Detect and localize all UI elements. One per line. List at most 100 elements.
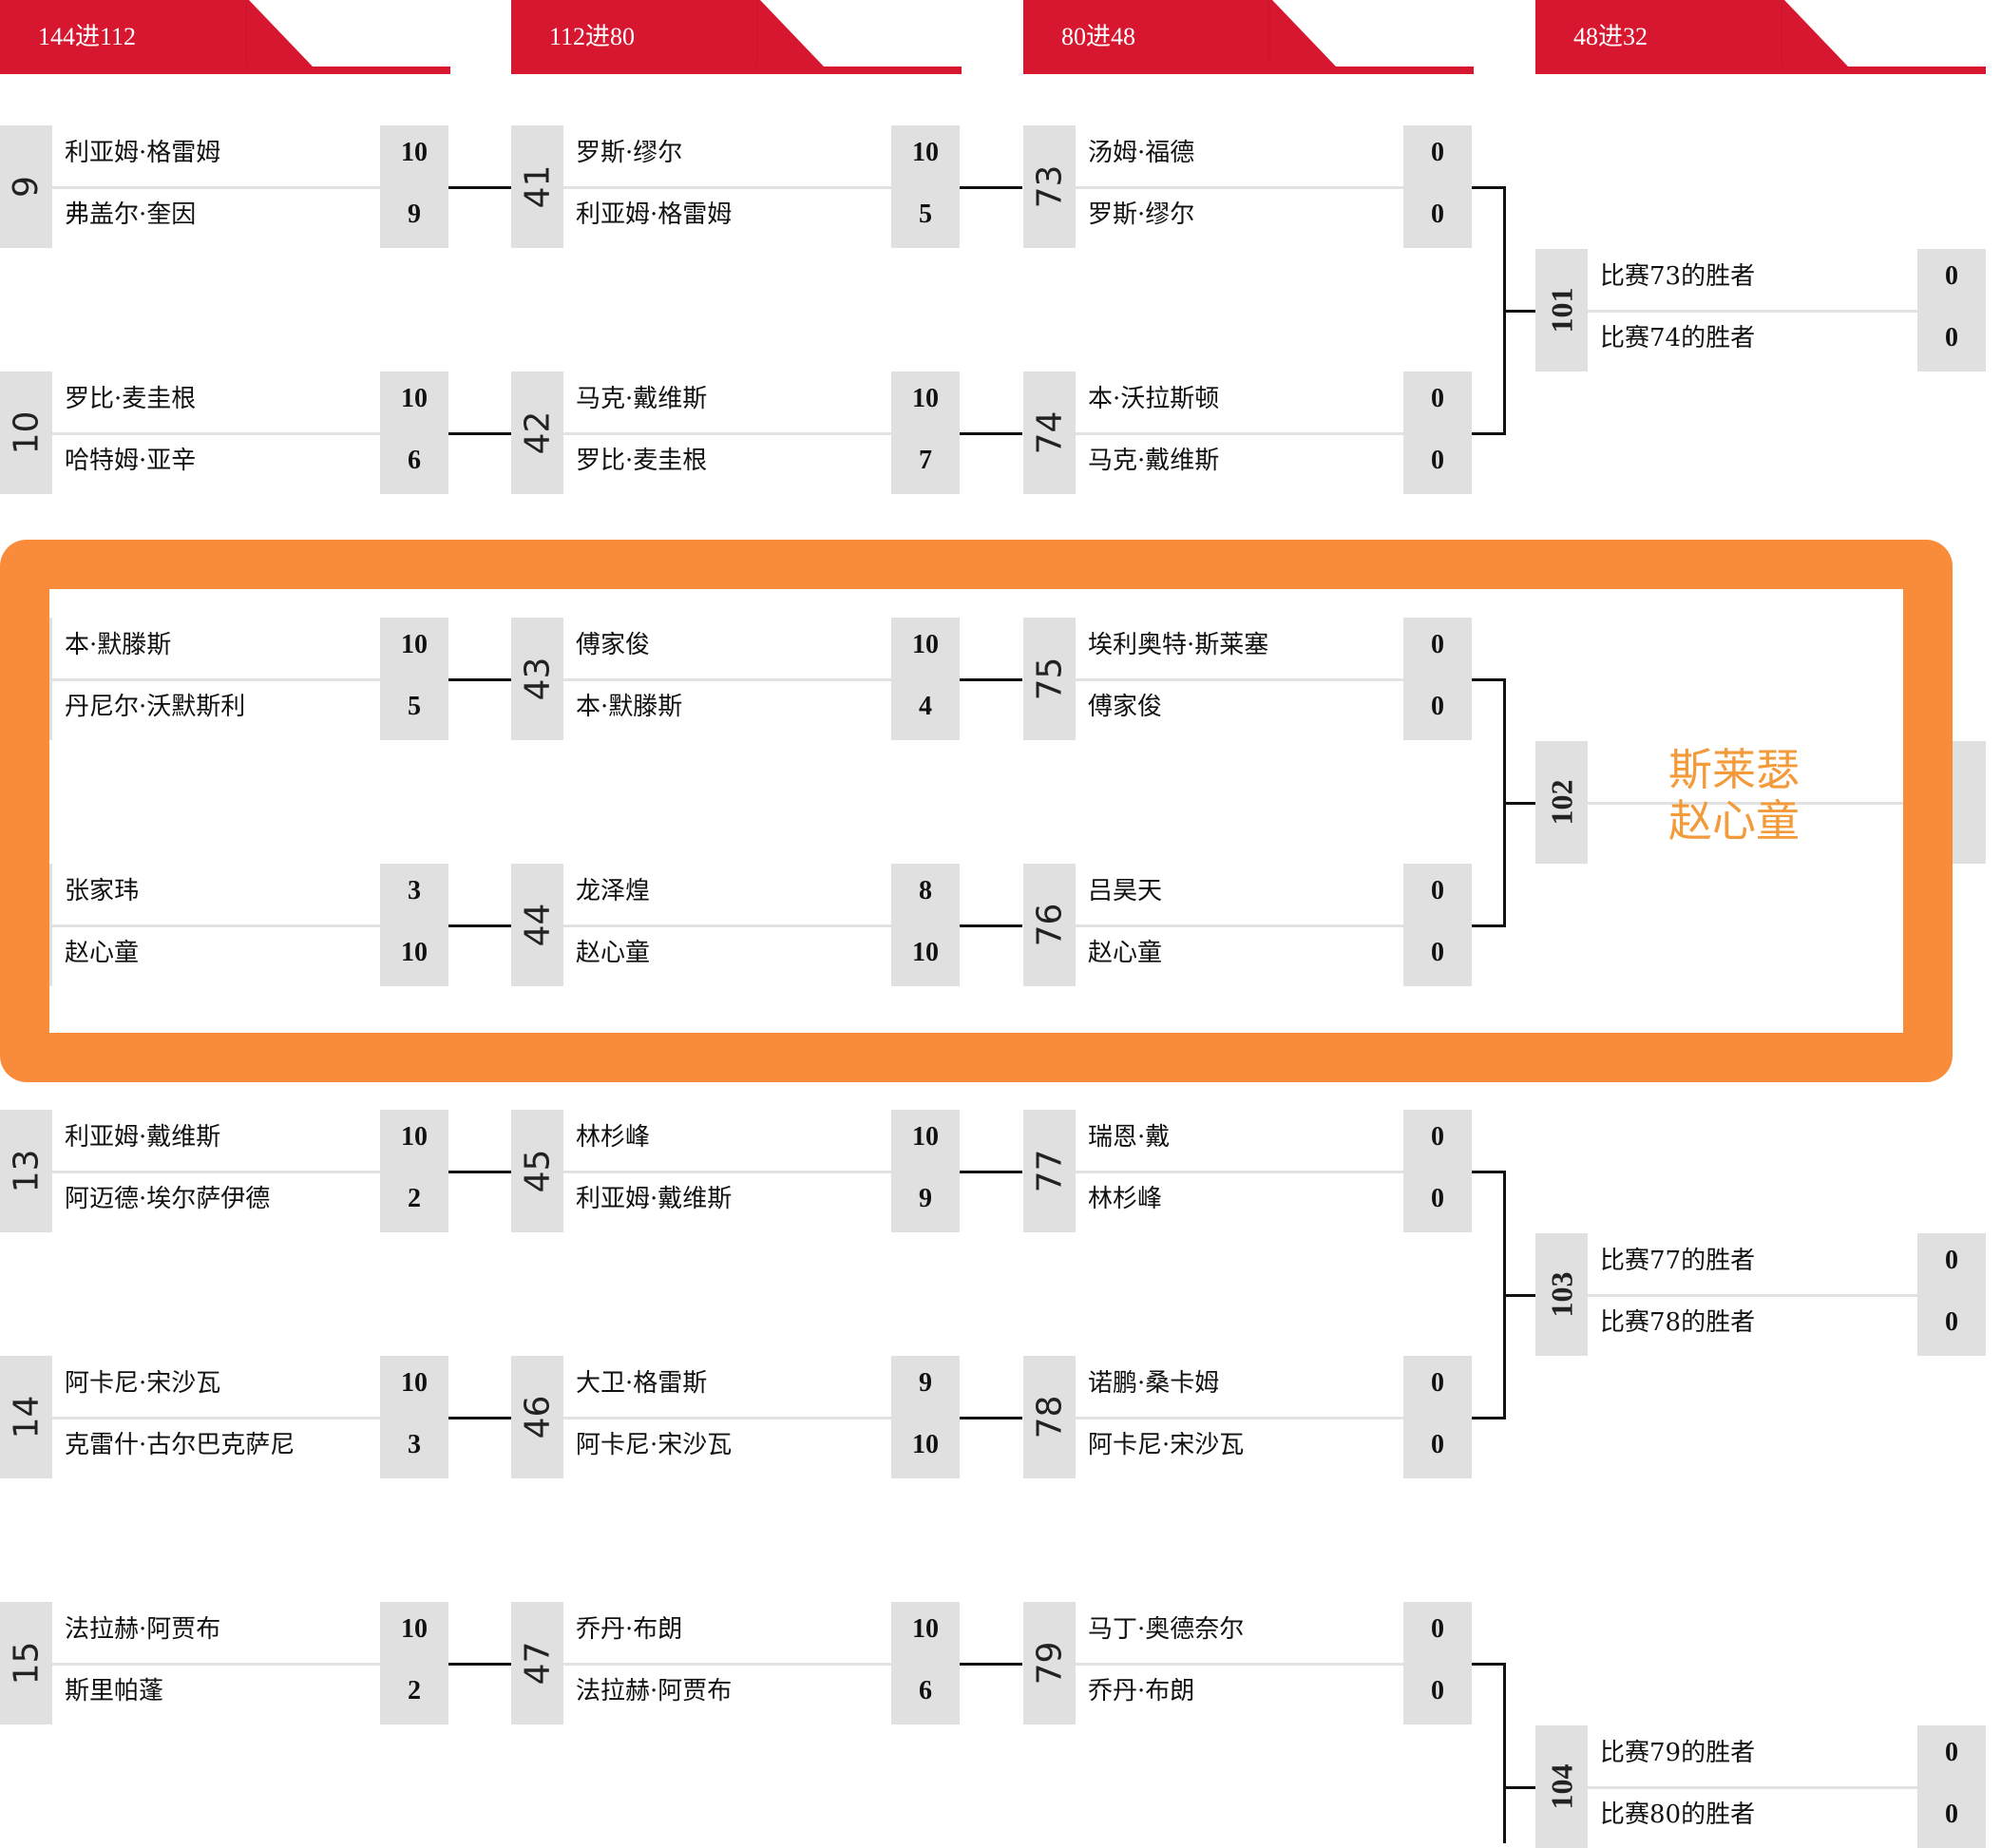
player-1-name[interactable]: 林杉峰 [576, 1123, 651, 1152]
player-2-name[interactable]: 本·默滕斯 [576, 693, 683, 721]
player-1-name[interactable]: 汤姆·福德 [1088, 139, 1195, 167]
round-header: 80进48 [1023, 0, 1474, 74]
player-1-name[interactable]: 诺鹏·桑卡姆 [1088, 1369, 1220, 1398]
player-1-name[interactable]: 比赛79的胜者 [1600, 1739, 1756, 1767]
player-2-name[interactable]: 丹尼尔·沃默斯利 [65, 693, 246, 721]
player-2-name[interactable]: 赵心童 [65, 939, 140, 967]
player-1-name[interactable]: 比赛77的胜者 [1600, 1247, 1756, 1275]
player-1-name[interactable]: 马克·戴维斯 [576, 385, 708, 413]
player-2-name[interactable]: 赵心童 [1088, 939, 1163, 967]
header-banner-shape [1023, 0, 1474, 74]
player-1-name[interactable]: 阿卡尼·宋沙瓦 [65, 1369, 221, 1398]
player-1-name[interactable]: 利亚姆·格雷姆 [65, 139, 221, 167]
player-2-name[interactable]: 利亚姆·戴维斯 [576, 1185, 733, 1213]
connector-line [448, 432, 511, 435]
player-2-name[interactable]: 比赛78的胜者 [1600, 1308, 1756, 1337]
player-2-name[interactable]: 法拉赫·阿贾布 [576, 1677, 733, 1705]
match-number-label: 14 [7, 1395, 46, 1439]
player-2-name[interactable]: 罗斯·缪尔 [1088, 200, 1195, 229]
connector-line [960, 1171, 1022, 1173]
player-2-name[interactable]: 罗比·麦圭根 [576, 447, 708, 475]
round-label: 48进32 [1573, 23, 1648, 50]
player-2-score: 0 [1945, 323, 1958, 352]
player-2-name[interactable]: 比赛74的胜者 [1600, 324, 1756, 352]
player-2-name[interactable]: 林杉峰 [1088, 1185, 1163, 1213]
player-2-name[interactable]: 傅家俊 [1088, 693, 1163, 721]
player-1-score: 10 [912, 138, 939, 167]
player-2-name[interactable]: 马克·戴维斯 [1088, 447, 1220, 475]
player-1-score: 10 [401, 1122, 428, 1152]
player-1-name[interactable]: 龙泽煌 [576, 877, 651, 905]
highlight-player-2: 赵心童 [1668, 795, 1800, 847]
header-banner-shape [511, 0, 962, 74]
player-2-name[interactable]: 克雷什·古尔巴克萨尼 [65, 1431, 295, 1459]
player-2-score: 4 [919, 692, 932, 721]
player-1-name[interactable]: 本·沃拉斯顿 [1088, 385, 1220, 413]
round-label: 80进48 [1061, 23, 1136, 50]
player-1-name[interactable]: 利亚姆·戴维斯 [65, 1123, 221, 1152]
connector-line [960, 678, 1022, 681]
row-divider [52, 1417, 448, 1419]
player-2-name[interactable]: 哈特姆·亚辛 [65, 447, 197, 475]
match-number: 14 [0, 1356, 52, 1478]
player-2-name[interactable]: 阿卡尼·宋沙瓦 [1088, 1431, 1245, 1459]
player-1-name[interactable]: 瑞恩·戴 [1088, 1123, 1171, 1152]
player-2-score: 10 [401, 938, 428, 967]
row-divider [1076, 678, 1472, 681]
player-2-score: 9 [408, 200, 421, 229]
player-1-score: 10 [401, 1614, 428, 1644]
round-label: 144进112 [38, 23, 137, 50]
row-divider [563, 1417, 960, 1419]
player-1-name[interactable]: 吕昊天 [1088, 877, 1163, 905]
match-number: 13 [0, 1110, 52, 1232]
player-2-score: 0 [1431, 1184, 1444, 1213]
player-2-name[interactable]: 比赛80的胜者 [1600, 1800, 1756, 1829]
player-1-name[interactable]: 罗比·麦圭根 [65, 385, 197, 413]
player-1-name[interactable]: 比赛73的胜者 [1600, 262, 1756, 291]
player-2-name[interactable]: 乔丹·布朗 [1088, 1677, 1195, 1705]
player-1-name[interactable]: 法拉赫·阿贾布 [65, 1615, 221, 1644]
match-number-label: 75 [1030, 657, 1069, 701]
connector-line [1472, 678, 1505, 681]
row-divider [1076, 432, 1472, 435]
player-1-name[interactable]: 张家玮 [65, 877, 140, 905]
player-2-name[interactable]: 阿卡尼·宋沙瓦 [576, 1431, 733, 1459]
player-2-name[interactable]: 利亚姆·格雷姆 [576, 200, 733, 229]
player-2-name[interactable]: 赵心童 [576, 939, 651, 967]
player-1-name[interactable]: 马丁·奥德奈尔 [1088, 1615, 1245, 1644]
connector-line [960, 432, 1022, 435]
row-divider [52, 678, 448, 681]
connector-line [448, 186, 511, 189]
player-1-name[interactable]: 本·默滕斯 [65, 631, 172, 659]
player-1-name[interactable]: 乔丹·布朗 [576, 1615, 683, 1644]
match-number: 74 [1023, 372, 1076, 494]
player-1-name[interactable]: 罗斯·缪尔 [576, 139, 683, 167]
row-divider [52, 432, 448, 435]
player-1-name[interactable]: 大卫·格雷斯 [576, 1369, 708, 1398]
match-number-label: 79 [1030, 1641, 1069, 1686]
player-1-name[interactable]: 傅家俊 [576, 631, 651, 659]
connector-line [1472, 186, 1505, 189]
match-number: 45 [511, 1110, 563, 1232]
player-2-name[interactable]: 斯里帕蓬 [65, 1677, 164, 1705]
player-2-score: 2 [408, 1184, 421, 1213]
row-divider [52, 1171, 448, 1173]
player-1-name[interactable]: 埃利奥特·斯莱塞 [1088, 631, 1269, 659]
player-2-score: 10 [912, 1430, 939, 1459]
player-2-name[interactable]: 阿迈德·埃尔萨伊德 [65, 1185, 271, 1213]
match-number: 15 [0, 1602, 52, 1724]
player-2-name[interactable]: 弗盖尔·奎因 [65, 200, 197, 229]
row-divider [1076, 924, 1472, 927]
